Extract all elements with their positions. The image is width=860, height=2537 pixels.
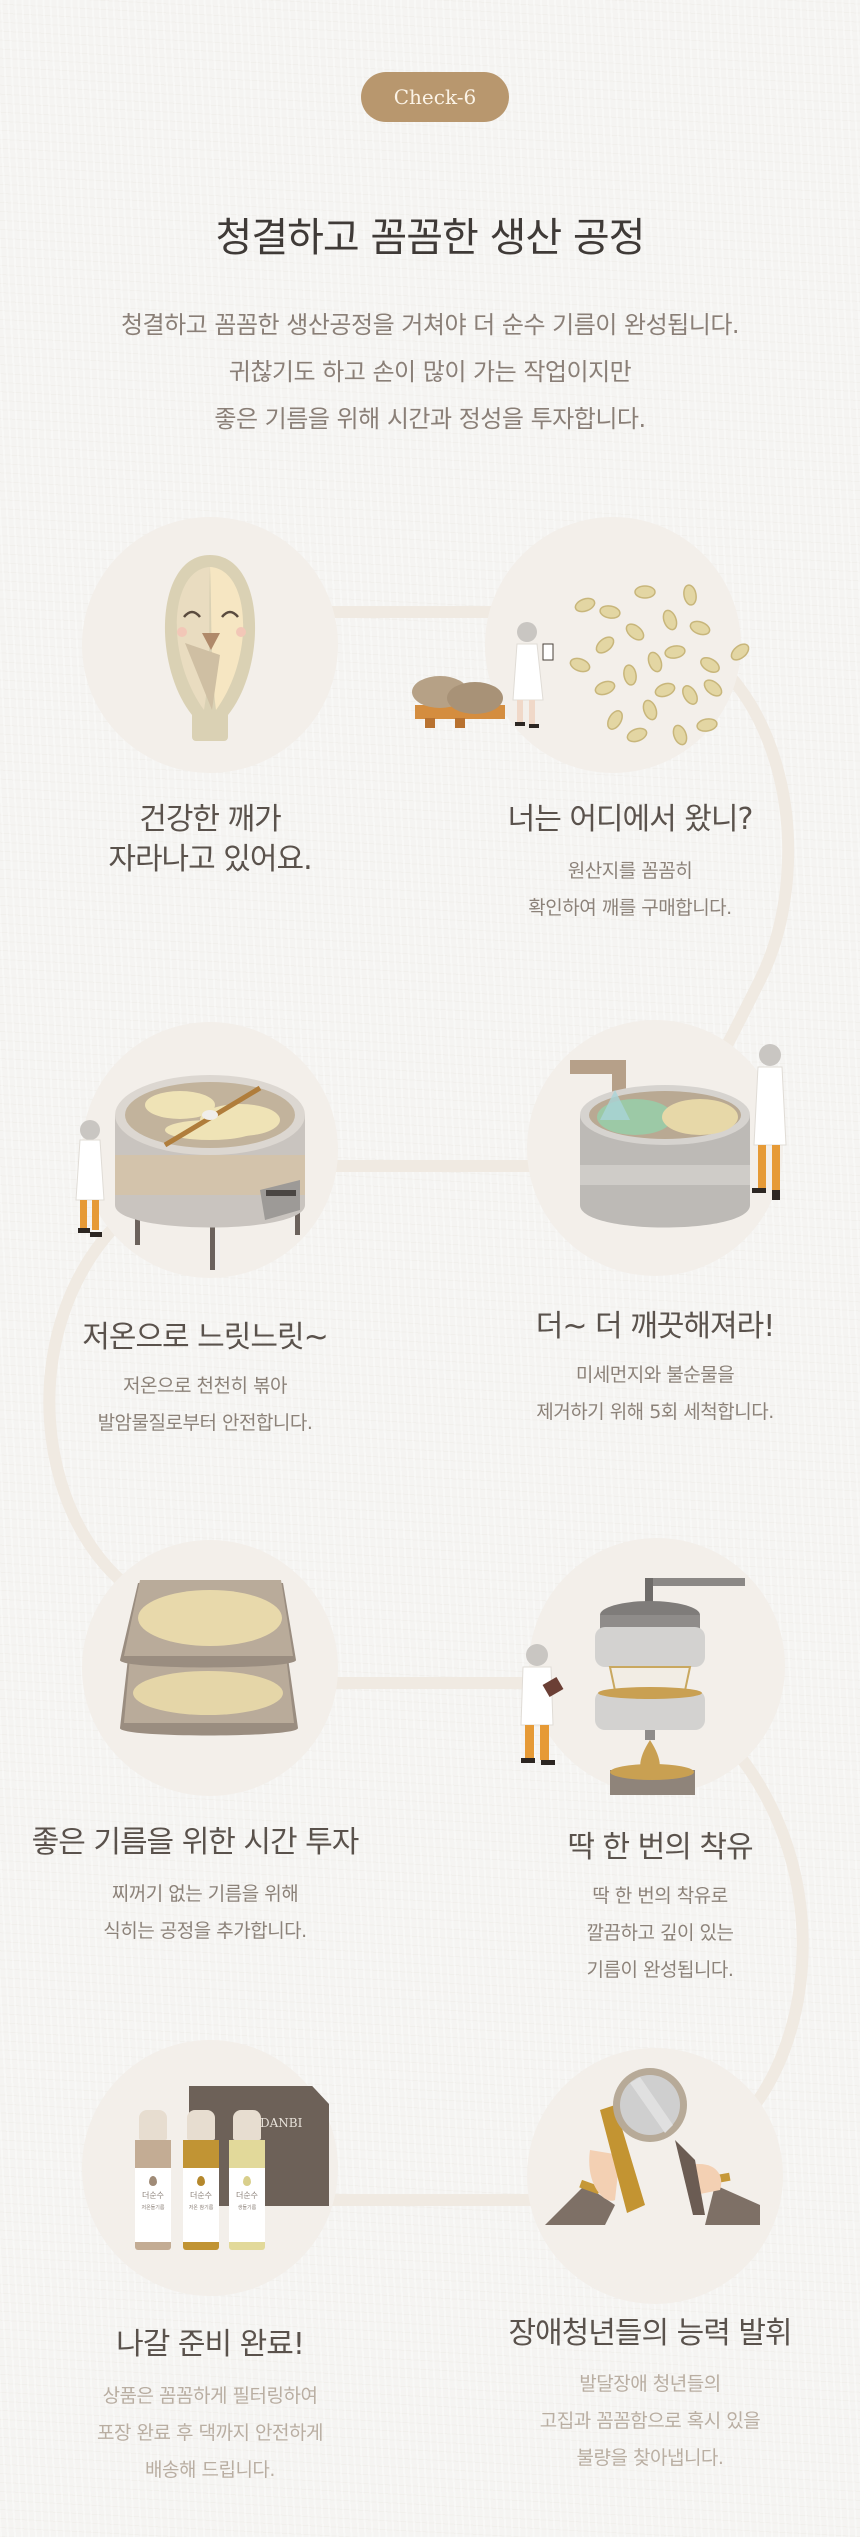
bottle: 더순수 저온 참기름 <box>183 2110 219 2250</box>
step-5-description: 찌꺼기 없는 기름을 위해 식히는 공정을 추가합니다. <box>103 1883 307 1942</box>
step-1-title: 건강한 깨가 자라나고 있어요. <box>108 802 312 877</box>
roasting-machine-icon <box>75 1075 305 1270</box>
intro-line: 청결하고 꼼꼼한 생산공정을 거쳐야 더 순수 기름이 완성됩니다. <box>120 311 740 339</box>
bottle: 더순수 저온들기름 <box>135 2110 171 2250</box>
step-7-description: 상품은 꼼꼼하게 필터링하여 포장 완료 후 댁까지 안전하게 배송해 드립니다… <box>97 2385 323 2481</box>
step-7-title: 나갈 준비 완료! <box>116 2327 305 2362</box>
step-2-description: 원산지를 꼼꼼히 확인하여 깨를 구매합니다. <box>528 860 732 919</box>
intro-line: 좋은 기름을 위해 시간과 정성을 투자합니다. <box>214 405 646 433</box>
intro-line: 귀찮기도 하고 손이 많이 가는 작업이지만 <box>228 358 632 386</box>
oil-press-icon <box>520 1578 745 1795</box>
page-title: 청결하고 꼼꼼한 생산 공정 <box>215 215 646 261</box>
washing-tub-icon <box>570 1044 787 1228</box>
step-5-title: 좋은 기름을 위한 시간 투자 <box>31 1825 360 1860</box>
step-4-description: 미세먼지와 불순물을 제거하기 위해 5회 세척합니다. <box>536 1364 774 1423</box>
drying-trays-icon <box>119 1580 298 1736</box>
packaged-bottles-icon: DANBI 더순수 저온들기름 더순수 저온 참기름 더순수 생들기름 <box>125 2080 335 2260</box>
step-6-title: 딱 한 번의 착유 <box>567 1830 753 1865</box>
step-8-description: 발달장애 청년들의 고집과 꼼꼼함으로 혹시 있을 불량을 찾아냅니다. <box>539 2373 761 2469</box>
box-brand-label: DANBI <box>260 2116 303 2130</box>
intro-text: 청결하고 꼼꼼한 생산공정을 거쳐야 더 순수 기름이 완성됩니다. 귀찮기도 … <box>0 302 860 443</box>
step-6-description: 딱 한 번의 착유로 깔끔하고 깊이 있는 기름이 완성됩니다. <box>586 1885 734 1981</box>
sesame-seeds-inspection-icon <box>412 584 750 746</box>
bottle: 더순수 생들기름 <box>229 2110 265 2250</box>
step-4-title: 더~ 더 깨끗해져라! <box>535 1309 775 1344</box>
check-badge: Check-6 <box>361 72 509 122</box>
smiling-sesame-seed-icon <box>164 555 256 741</box>
step-2-title: 너는 어디에서 왔니? <box>507 802 754 837</box>
magnifying-glass-inspection-icon <box>545 2068 760 2225</box>
step-8-title: 장애청년들의 능력 발휘 <box>508 2316 792 2351</box>
step-3-description: 저온으로 천천히 볶아 발암물질로부터 안전합니다. <box>97 1375 313 1434</box>
step-3-title: 저온으로 느릿느릿~ <box>82 1320 328 1355</box>
